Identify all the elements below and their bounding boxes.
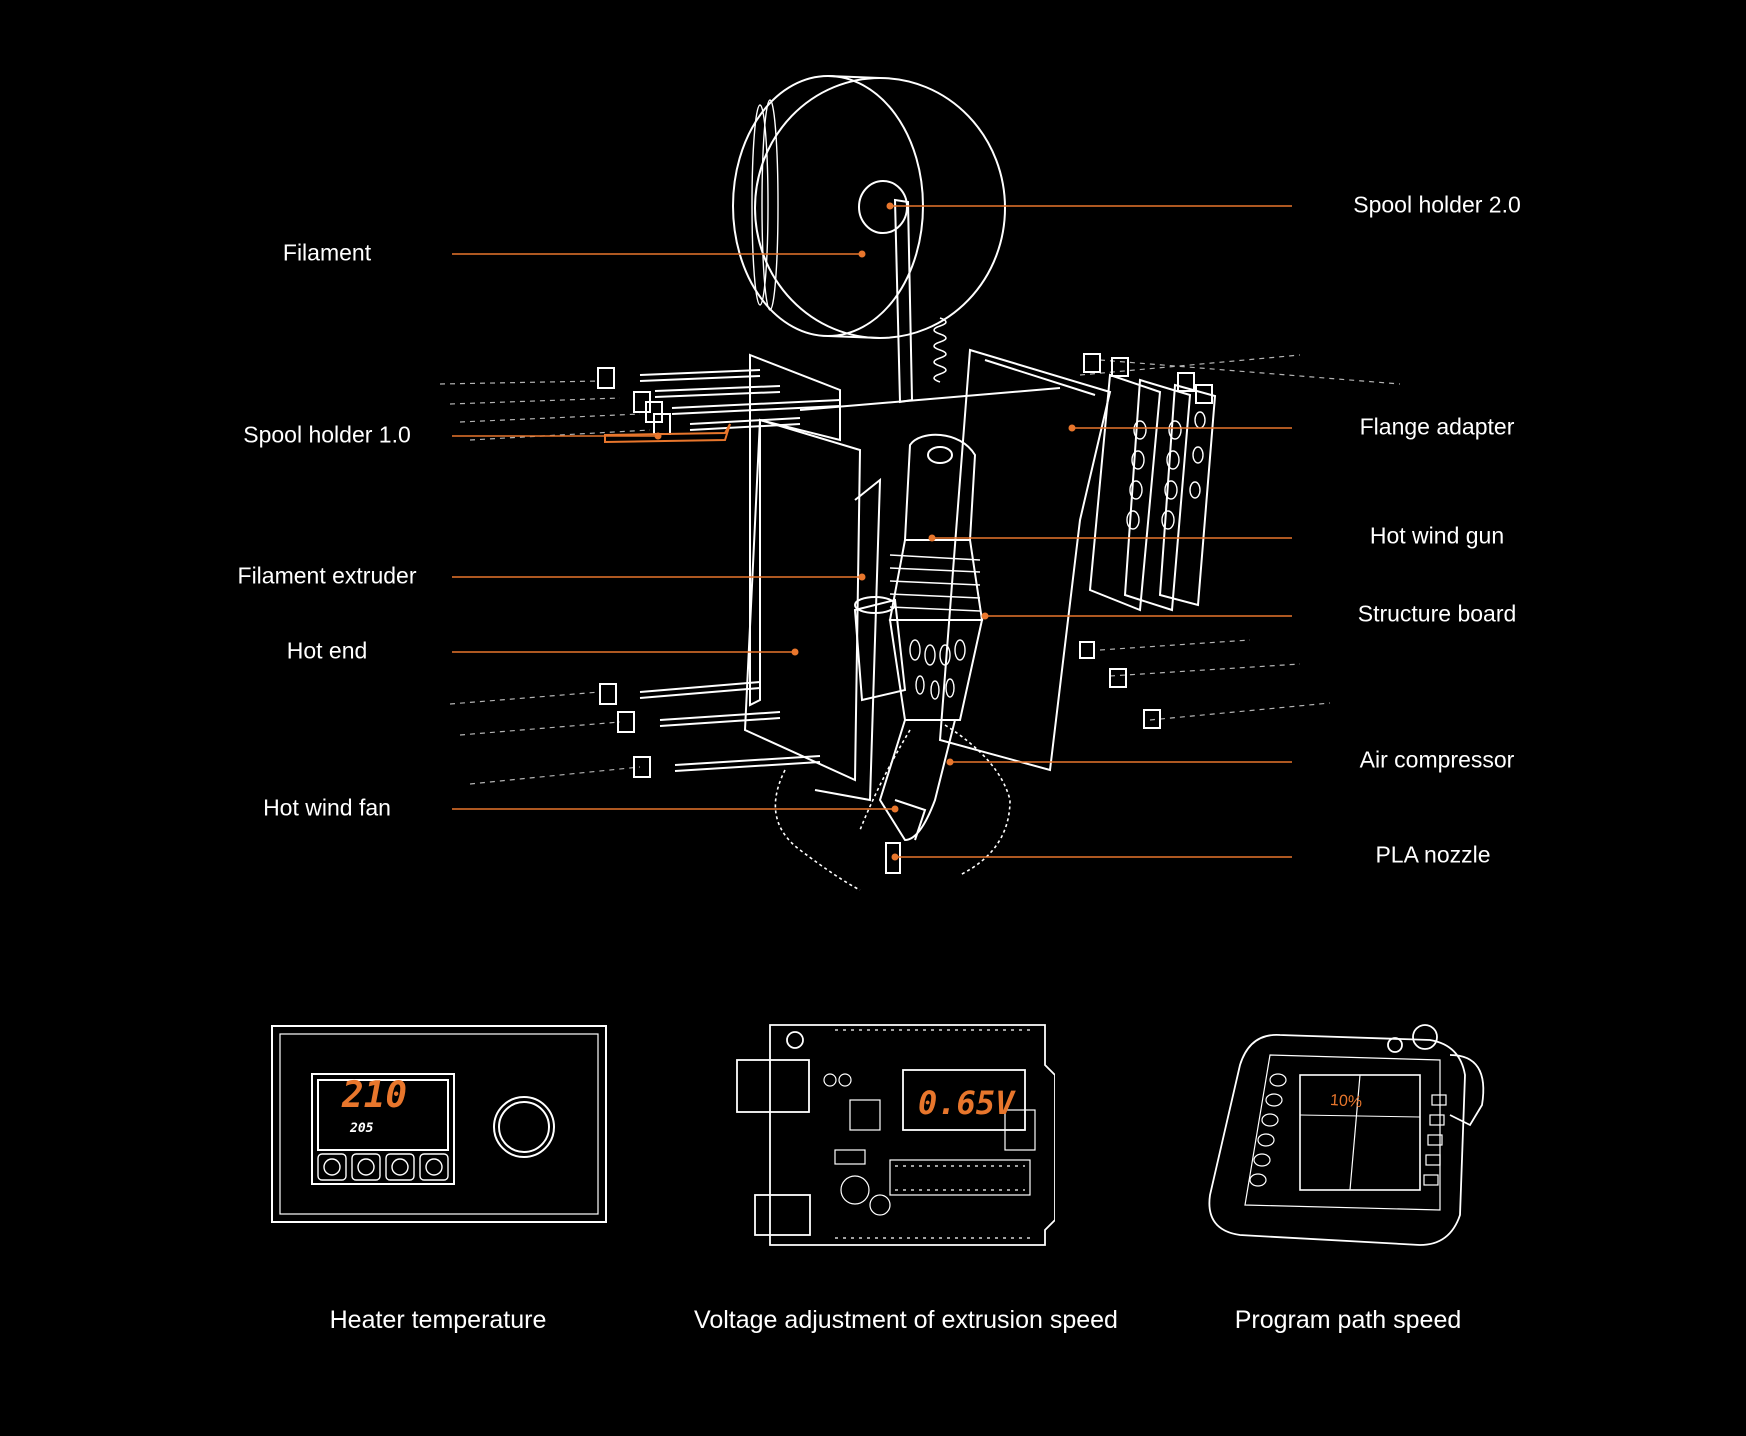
voltage-value: 0.65V <box>918 1084 1015 1122</box>
nozzle-tube <box>878 719 957 874</box>
label-structure-board: Structure board <box>1357 600 1517 627</box>
label-filament-extruder: Filament extruder <box>237 562 417 589</box>
heater-controller <box>271 1025 607 1223</box>
right-plate <box>938 348 1112 772</box>
callout-leaders <box>452 205 1292 858</box>
caption-heater-temperature: Heater temperature <box>329 1306 547 1334</box>
label-hot-wind-gun: Hot wind gun <box>1369 522 1505 549</box>
flange-adapter-panels <box>1088 373 1217 612</box>
air-hose-chains <box>774 724 1011 891</box>
label-air-compressor: Air compressor <box>1359 746 1515 773</box>
label-spool-holder-2: Spool holder 2.0 <box>1353 191 1521 218</box>
hot-wind-gun <box>853 433 984 721</box>
arduino-board <box>736 1024 1055 1246</box>
path-speed-value: 10% <box>1329 1091 1363 1112</box>
label-spool-holder-1: Spool holder 1.0 <box>243 421 411 448</box>
label-pla-nozzle: PLA nozzle <box>1375 841 1491 868</box>
caption-voltage-adjustment: Voltage adjustment of extrusion speed <box>694 1306 1118 1334</box>
threaded-rods-bottom <box>599 641 1161 778</box>
assembly-guide-lines <box>439 354 1401 785</box>
filament-spool <box>732 75 1006 404</box>
threaded-rods-top <box>597 353 1213 435</box>
spring <box>933 317 947 383</box>
caption-program-path-speed: Program path speed <box>1234 1306 1462 1334</box>
label-flange-adapter: Flange adapter <box>1359 413 1515 440</box>
label-filament: Filament <box>282 239 372 266</box>
teach-pendant <box>1208 1024 1485 1246</box>
callout-dots <box>654 202 1076 861</box>
spool-holder-1-bar <box>604 423 731 444</box>
heater-current-value: 205 <box>350 1121 374 1136</box>
label-hot-end: Hot end <box>286 637 368 664</box>
label-hot-wind-fan: Hot wind fan <box>263 794 391 821</box>
heater-set-value: 210 <box>342 1075 408 1116</box>
